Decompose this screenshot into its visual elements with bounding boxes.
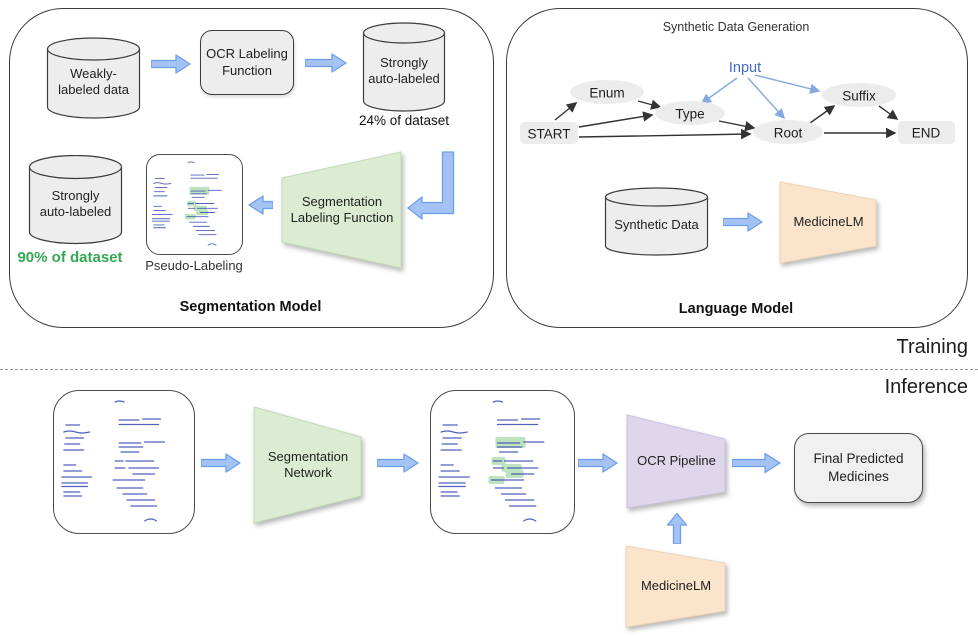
edge-input-type bbox=[700, 77, 738, 104]
language-model-title: Language Model bbox=[678, 301, 794, 317]
edge-start-root bbox=[578, 128, 752, 140]
edge-enum-type bbox=[637, 99, 662, 110]
segmentation-labeling-function-block: Segmentation Labeling Function bbox=[281, 151, 403, 269]
trapezoid-shape-icon bbox=[626, 414, 726, 509]
fsm-enum-node bbox=[570, 80, 644, 104]
synthetic-data-cylinder: Synthetic Data bbox=[604, 187, 709, 257]
fsm-root-label: Root bbox=[774, 126, 803, 141]
synthetic-data-generation-title: Synthetic Data Generation bbox=[662, 20, 810, 34]
pseudo-labeling-caption: Pseudo-Labeling bbox=[145, 258, 243, 273]
final-predicted-medicines-box: Final Predicted Medicines bbox=[794, 433, 923, 503]
arrow-right-icon bbox=[151, 54, 191, 74]
arrow-right-icon bbox=[305, 53, 347, 73]
ocr-labeling-function-box: OCR Labeling Function bbox=[200, 30, 294, 95]
segmentation-labeling-function-label: Segmentation Labeling Function bbox=[290, 193, 394, 225]
grammar-state-machine: Input START Enum Type Root Suffix END bbox=[520, 60, 955, 144]
arrow-right-icon bbox=[732, 452, 781, 474]
edge-input-suffix bbox=[754, 74, 821, 94]
inference-label: Inference bbox=[884, 376, 968, 398]
segmented-prescription-image bbox=[430, 390, 575, 534]
edge-root-suffix bbox=[809, 105, 836, 124]
fsm-suffix-label: Suffix bbox=[842, 89, 876, 104]
cylinder-shape-icon bbox=[46, 37, 141, 119]
fsm-suffix-node bbox=[822, 83, 896, 107]
edge-type-root bbox=[718, 120, 756, 132]
edge-start-type bbox=[578, 111, 654, 128]
pct-24-label: 24% of dataset bbox=[358, 113, 450, 128]
training-label: Training bbox=[896, 336, 968, 358]
fsm-end-node bbox=[898, 121, 955, 144]
trapezoid-shape-icon bbox=[625, 545, 726, 628]
fsm-root-node bbox=[753, 120, 823, 144]
handwriting-icon bbox=[151, 161, 222, 246]
segmentation-network-block: Segmentation Network bbox=[253, 406, 363, 524]
weakly-labeled-data-cylinder: Weakly- labeled data bbox=[46, 36, 141, 120]
trapezoid-shape-icon bbox=[253, 406, 362, 524]
edge-suffix-end bbox=[878, 105, 899, 120]
medicine-lm-label: MedicineLM bbox=[793, 214, 864, 230]
prescription-input-image bbox=[53, 390, 195, 534]
arrow-elbow-down-left-icon bbox=[407, 151, 455, 220]
pct-90-label: 90% of dataset bbox=[17, 249, 123, 266]
training-inference-divider bbox=[0, 369, 978, 370]
trapezoid-shape-icon bbox=[779, 181, 877, 264]
medicine-lm-label: MedicineLM bbox=[640, 578, 712, 594]
segmentation-model-title: Segmentation Model bbox=[179, 299, 322, 315]
trapezoid-shape-icon bbox=[281, 151, 402, 269]
strongly-auto-labeled-24-label: Strongly auto-labeled bbox=[368, 54, 440, 86]
fsm-start-label: START bbox=[527, 127, 570, 142]
arrow-up-icon bbox=[666, 512, 688, 544]
fsm-input-label: Input bbox=[729, 60, 761, 76]
weakly-labeled-data-label: Weakly- labeled data bbox=[58, 65, 129, 97]
medicine-lm-block-inference: MedicineLM bbox=[625, 545, 727, 628]
ocr-pipeline-label: OCR Pipeline bbox=[637, 453, 716, 469]
fsm-end-label: END bbox=[912, 126, 941, 141]
strongly-auto-labeled-90-label: Strongly auto-labeled bbox=[39, 187, 112, 219]
language-model-panel bbox=[506, 8, 968, 328]
ocr-pipeline-block: OCR Pipeline bbox=[626, 414, 727, 509]
cylinder-shape-icon bbox=[28, 154, 123, 245]
cylinder-shape-icon bbox=[604, 187, 709, 256]
arrow-right-icon bbox=[377, 453, 419, 473]
arrow-right-icon bbox=[201, 453, 241, 473]
cylinder-shape-icon bbox=[362, 22, 446, 112]
edge-start-enum bbox=[554, 102, 578, 121]
segmentation-network-label: Segmentation Network bbox=[267, 448, 349, 480]
fsm-type-label: Type bbox=[675, 107, 704, 122]
handwriting-highlighted-icon bbox=[438, 400, 545, 522]
fsm-type-node bbox=[655, 101, 725, 125]
arrow-right-icon bbox=[723, 212, 763, 232]
edge-input-root bbox=[747, 77, 786, 120]
strongly-auto-labeled-24-cylinder: Strongly auto-labeled bbox=[362, 22, 446, 112]
fsm-enum-label: Enum bbox=[589, 86, 624, 101]
arrow-right-icon bbox=[578, 453, 618, 473]
arrow-left-icon bbox=[248, 195, 273, 215]
fsm-start-node bbox=[520, 122, 578, 144]
handwriting-icon bbox=[61, 400, 166, 522]
synthetic-data-label: Synthetic Data bbox=[614, 216, 699, 232]
pseudo-labeling-image bbox=[146, 154, 243, 255]
medicine-lm-block-training: MedicineLM bbox=[779, 181, 878, 264]
strongly-auto-labeled-90-cylinder: Strongly auto-labeled bbox=[28, 154, 123, 245]
